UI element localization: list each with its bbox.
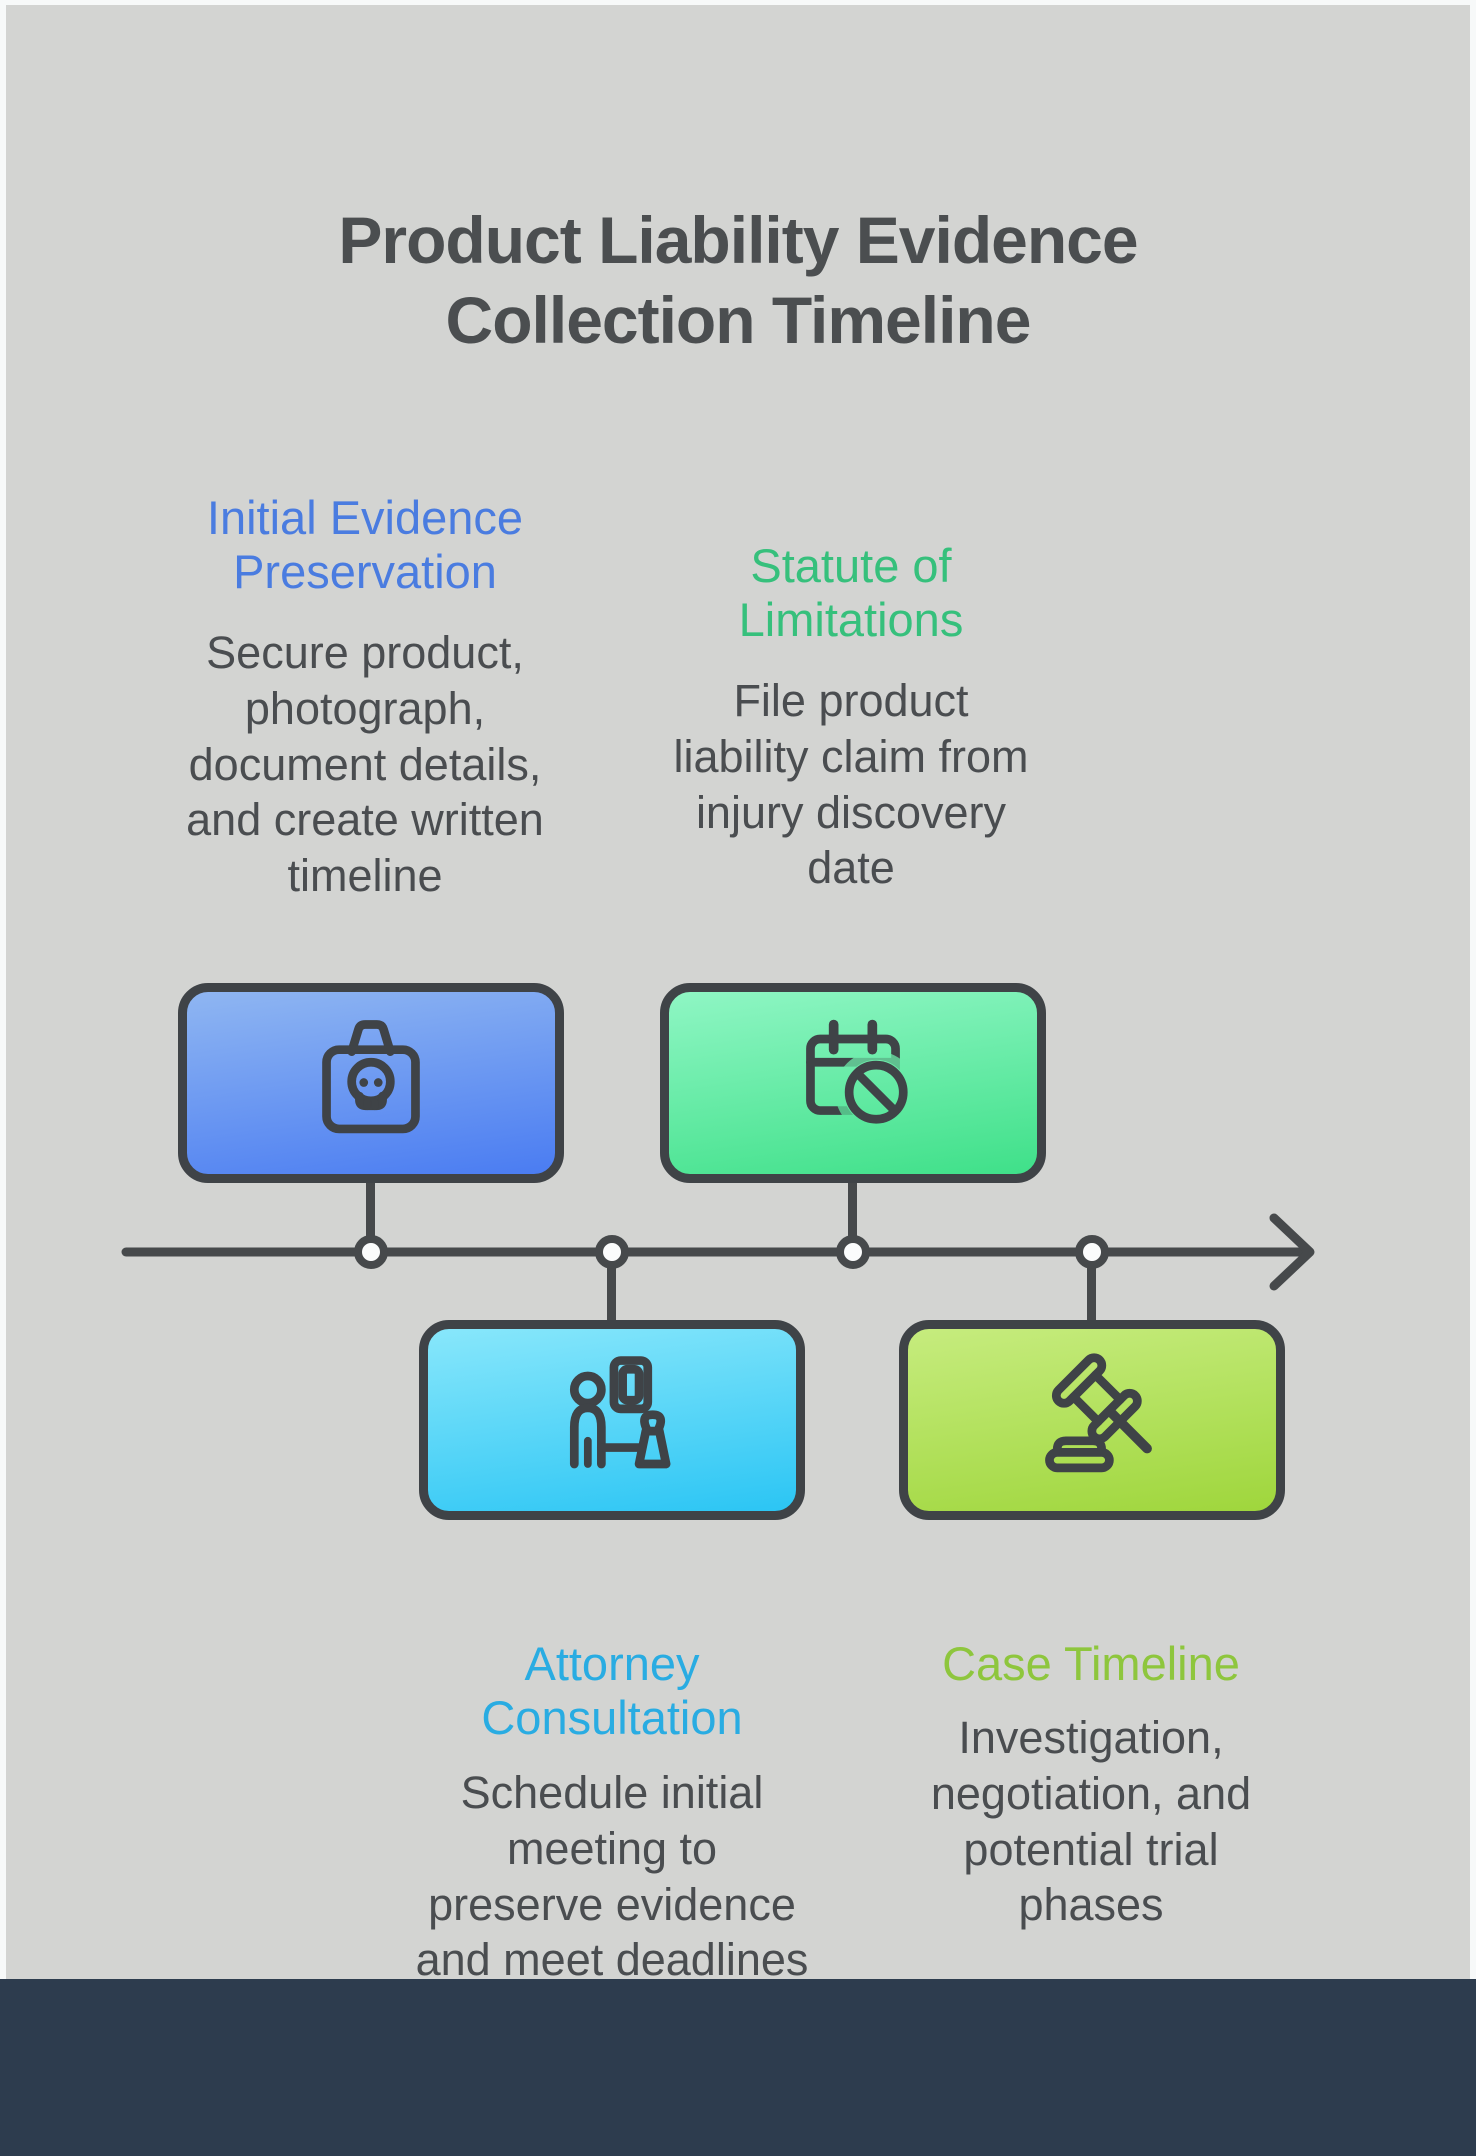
section-description-attorney-consultation: Schedule initial meeting to preserve evi… <box>415 1767 809 1986</box>
connector-stem-case-timeline <box>1087 1252 1096 1326</box>
connector-stem-attorney-consultation <box>607 1252 616 1326</box>
milestone-box-attorney-consultation <box>419 1320 805 1520</box>
gavel-icon <box>1045 1352 1152 1472</box>
milestone-box-statute-of-limitations <box>660 983 1046 1183</box>
connector-stem-statute-of-limitations <box>848 1177 857 1253</box>
section-description-initial-evidence-preservation: Secure product, photograph, document det… <box>186 627 544 902</box>
section-heading-attorney-consultation: Attorney Consultation <box>481 1637 743 1745</box>
calendar-deadline-icon <box>806 1019 908 1124</box>
footer-bar <box>0 1979 1476 2156</box>
timeline-axis <box>121 1213 1315 1291</box>
connector-stem-initial-evidence <box>366 1177 375 1253</box>
section-description-case-timeline: Investigation, negotiation, and potentia… <box>930 1712 1252 1931</box>
timeline-arrow-icon <box>1269 1213 1315 1291</box>
section-heading-statute-of-limitations: Statute of Limitations <box>738 539 964 647</box>
section-description-statute-of-limitations: File product liability claim from injury… <box>673 675 1029 894</box>
timeline-node-statute-of-limitations <box>836 1235 870 1269</box>
section-heading-initial-evidence-preservation: Initial Evidence Preservation <box>206 491 524 599</box>
milestone-box-case-timeline <box>899 1320 1285 1520</box>
evidence-case-icon <box>322 1019 420 1133</box>
infographic-canvas: Product Liability Evidence Collection Ti… <box>6 5 1470 1985</box>
timeline-node-case-timeline <box>1075 1235 1109 1269</box>
page-title: Product Liability Evidence Collection Ti… <box>338 203 1138 357</box>
milestone-box-initial-evidence-preservation <box>178 983 564 1183</box>
timeline-node-attorney-consultation <box>595 1235 629 1269</box>
timeline-node-initial-evidence <box>354 1235 388 1269</box>
consultation-icon <box>569 1355 671 1468</box>
section-heading-case-timeline: Case Timeline <box>942 1637 1240 1690</box>
